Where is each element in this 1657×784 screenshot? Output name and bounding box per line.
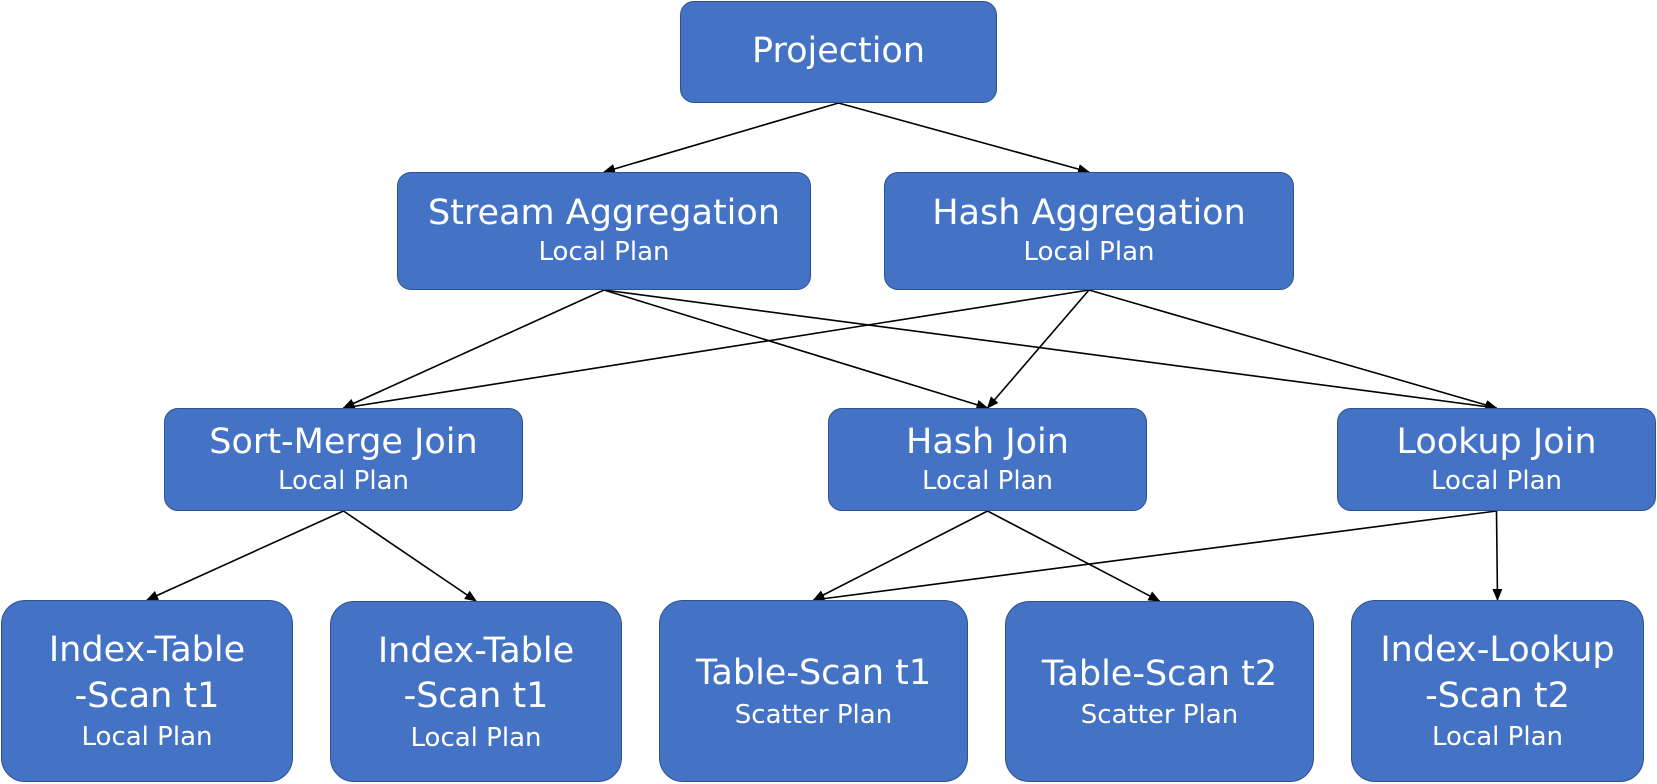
index-table-scan-2-subtitle: Local Plan bbox=[410, 722, 542, 753]
hash-join-node: Hash Join Local Plan bbox=[828, 408, 1147, 511]
index-table-scan-1-title-line1: Index-Table bbox=[48, 630, 246, 671]
edge-lookup_join-to-table_scan_t1 bbox=[812, 510, 1497, 604]
edge-sort_merge_join-to-index_table_scan_a bbox=[146, 510, 344, 601]
table-scan-t2-subtitle: Scatter Plan bbox=[1080, 700, 1239, 730]
sort-merge-join-node: Sort-Merge Join Local Plan bbox=[164, 408, 523, 511]
table-scan-t2-node: Table-Scan t2 Scatter Plan bbox=[1005, 601, 1314, 782]
stream-aggregation-node: Stream Aggregation Local Plan bbox=[397, 172, 811, 290]
edge-sort_merge_join-to-index_table_scan_b bbox=[343, 510, 477, 602]
index-table-scan-2-title-line1: Index-Table bbox=[377, 630, 575, 671]
sort-merge-join-subtitle: Local Plan bbox=[278, 465, 409, 496]
edge-hash_join-to-table_scan_t2 bbox=[987, 510, 1161, 602]
index-table-scan-1-title-line2: -Scan t1 bbox=[74, 675, 220, 716]
index-lookup-scan-t2-node: Index-Lookup -Scan t2 Local Plan bbox=[1351, 600, 1644, 782]
edge-hash_agg-to-hash_join bbox=[986, 289, 1090, 409]
edge-projection-to-stream_agg bbox=[603, 102, 839, 174]
hash-aggregation-title: Hash Aggregation bbox=[932, 193, 1246, 234]
index-lookup-scan-title-line1: Index-Lookup bbox=[1380, 630, 1615, 671]
hash-join-subtitle: Local Plan bbox=[922, 465, 1053, 496]
hash-aggregation-node: Hash Aggregation Local Plan bbox=[884, 172, 1294, 290]
table-scan-t1-title: Table-Scan t1 bbox=[695, 653, 932, 693]
projection-node: Projection bbox=[680, 1, 997, 103]
hash-aggregation-subtitle: Local Plan bbox=[1023, 237, 1155, 268]
lookup-join-subtitle: Local Plan bbox=[1431, 465, 1562, 496]
table-scan-t1-subtitle: Scatter Plan bbox=[734, 699, 893, 730]
stream-aggregation-subtitle: Local Plan bbox=[538, 237, 670, 268]
edge-hash_join-to-table_scan_t1 bbox=[812, 510, 988, 601]
edge-lookup_join-to-index_lookup_scan bbox=[1492, 510, 1503, 601]
index-lookup-scan-title-line2: -Scan t2 bbox=[1425, 675, 1570, 716]
edge-hash_agg-to-lookup_join bbox=[1088, 289, 1498, 410]
projection-title: Projection bbox=[751, 31, 926, 72]
index-lookup-scan-subtitle: Local Plan bbox=[1432, 722, 1563, 753]
edge-hash_agg-to-sort_merge_join bbox=[342, 289, 1090, 412]
edge-stream_agg-to-sort_merge_join bbox=[342, 289, 605, 409]
hash-join-title: Hash Join bbox=[906, 421, 1069, 462]
index-table-scan-2-title-line2: -Scan t1 bbox=[403, 676, 549, 717]
index-table-scan-1-subtitle: Local Plan bbox=[81, 722, 213, 753]
table-scan-t1-node: Table-Scan t1 Scatter Plan bbox=[659, 600, 968, 782]
lookup-join-node: Lookup Join Local Plan bbox=[1337, 408, 1656, 511]
table-scan-t2-title: Table-Scan t2 bbox=[1041, 653, 1278, 694]
index-table-scan-t1-node-2: Index-Table -Scan t1 Local Plan bbox=[330, 601, 622, 782]
index-table-scan-t1-node-1: Index-Table -Scan t1 Local Plan bbox=[1, 600, 293, 782]
sort-merge-join-title: Sort-Merge Join bbox=[209, 421, 478, 462]
lookup-join-title: Lookup Join bbox=[1396, 421, 1597, 462]
edge-stream_agg-to-lookup_join bbox=[603, 289, 1498, 412]
edge-stream_agg-to-hash_join bbox=[603, 289, 989, 410]
stream-aggregation-title: Stream Aggregation bbox=[428, 193, 780, 234]
edge-projection-to-hash_agg bbox=[838, 102, 1090, 174]
